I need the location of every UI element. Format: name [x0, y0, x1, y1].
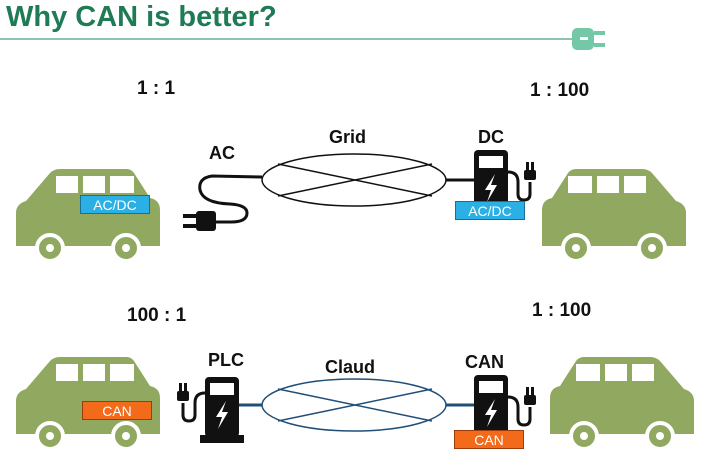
ac-label: AC	[209, 143, 235, 163]
can-label: CAN	[465, 352, 504, 372]
dc-label: DC	[478, 127, 504, 147]
ratio-label-top-right: 1 : 100	[530, 80, 590, 101]
charger-station-icon	[175, 377, 244, 443]
cloud-network-icon	[261, 378, 474, 432]
grid-network-icon	[261, 153, 474, 207]
ratio-label-top-left: 1 : 1	[137, 78, 176, 99]
car-icon	[14, 167, 162, 263]
plug-logo-icon	[572, 28, 605, 50]
slide-title: Why CAN is better?	[6, 1, 277, 33]
title-divider	[0, 38, 572, 40]
car-icon	[548, 355, 696, 451]
cloud-label: Claud	[325, 357, 376, 377]
ratio-label-bottom-left: 100 : 1	[127, 305, 187, 326]
charger-badge-can: CAN	[454, 430, 524, 449]
ac-plug-cable-icon	[183, 174, 263, 231]
car-icon	[540, 167, 688, 263]
charger-badge-ac-dc: AC/DC	[455, 201, 525, 220]
ratio-label-bottom-right: 1 : 100	[532, 300, 592, 321]
grid-label: Grid	[329, 127, 367, 147]
plc-label: PLC	[208, 350, 244, 370]
car-badge-can: CAN	[82, 401, 152, 420]
car-badge-ac-dc: AC/DC	[80, 195, 150, 214]
